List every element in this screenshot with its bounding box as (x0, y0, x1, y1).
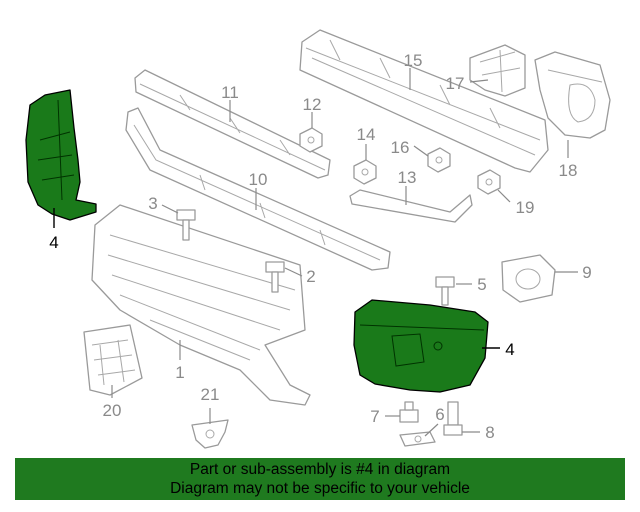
part-14-nut (353, 159, 377, 185)
part-12-nut (299, 127, 323, 153)
callout-20: 20 (103, 401, 122, 420)
fitment-notice-banner: Part or sub-assembly is #4 in diagram Di… (15, 458, 625, 500)
callout-5: 5 (477, 275, 486, 294)
part-9-fog-bezel (501, 254, 556, 303)
part-4-right-bumper-end-highlighted (353, 299, 489, 393)
callout-18: 18 (559, 161, 578, 180)
banner-line-2: Diagram may not be specific to your vehi… (170, 480, 470, 497)
banner-line-1: Part or sub-assembly is #4 in diagram (189, 461, 451, 478)
part-18-side-bracket (534, 51, 611, 139)
part-7-clip (399, 401, 419, 423)
part-1-grille (91, 204, 311, 406)
callout-15: 15 (404, 51, 423, 70)
part-19-nut (477, 169, 501, 195)
part-15-reinforcement (299, 29, 549, 173)
part-11-upper-bracket (134, 69, 331, 179)
callout-14: 14 (357, 125, 376, 144)
callout-21: 21 (201, 385, 220, 404)
part-3-bolt (176, 209, 196, 241)
part-17-mount-bracket (469, 44, 526, 97)
callout-4-left: 4 (49, 233, 58, 252)
callout-9: 9 (582, 263, 591, 282)
callout-4-right: 4 (505, 340, 514, 359)
part-5-bolt (435, 276, 455, 306)
part-8-bolt (443, 401, 463, 436)
callout-16: 16 (391, 138, 410, 157)
leader-lines (53, 68, 578, 437)
part-13-retainer (349, 189, 473, 223)
callout-10: 10 (249, 170, 268, 189)
callout-7: 7 (370, 407, 379, 426)
callout-6: 6 (435, 405, 444, 424)
part-20-license-bracket (83, 324, 143, 396)
part-21-bracket (191, 419, 229, 449)
part-2-bolt (265, 261, 285, 293)
callout-19: 19 (516, 198, 535, 217)
callout-17: 17 (446, 74, 465, 93)
callout-12: 12 (303, 95, 322, 114)
callout-1: 1 (175, 363, 184, 382)
callout-3: 3 (148, 194, 157, 213)
part-4-left-extension-highlighted (25, 89, 97, 221)
callout-11: 11 (221, 83, 239, 102)
part-6-washer-plate (399, 431, 436, 447)
callout-2: 2 (306, 267, 315, 286)
callout-8: 8 (485, 423, 494, 442)
part-16-nut (427, 147, 451, 173)
part-10-lower-bracket (125, 107, 391, 271)
callout-13: 13 (398, 168, 417, 187)
